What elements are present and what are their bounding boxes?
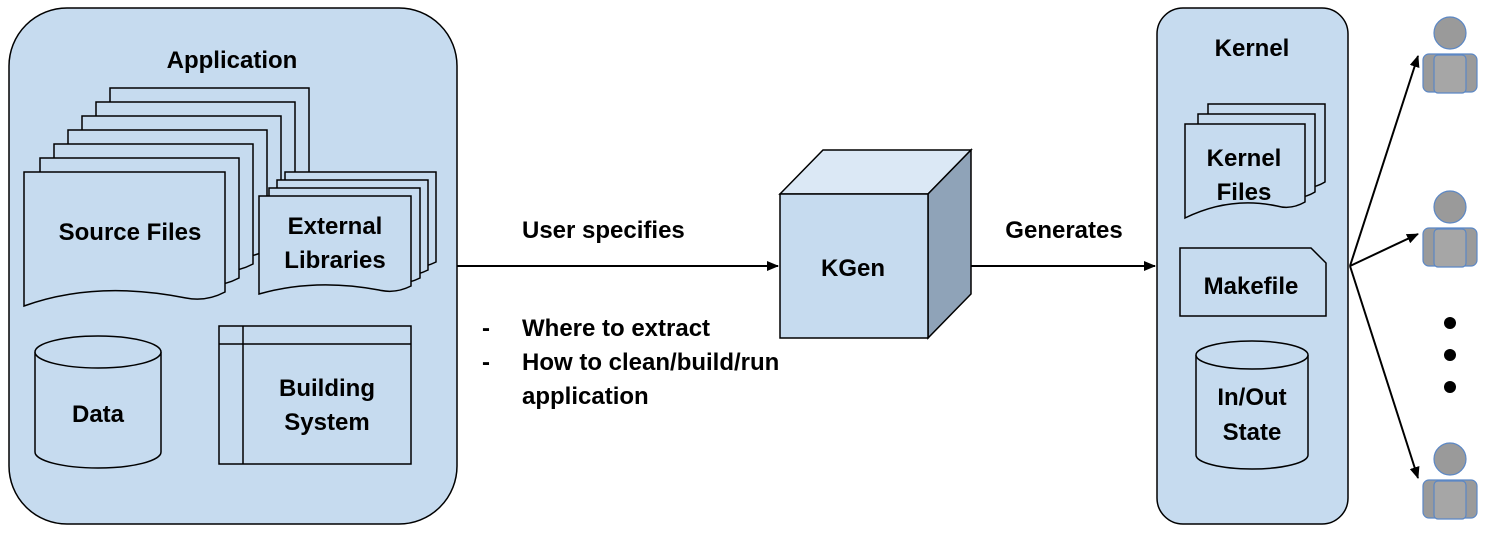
kernel-files-line-2: Files <box>1217 179 1272 206</box>
application-container: Application Source Files External Librar… <box>8 7 458 525</box>
distribution-arrows <box>1349 55 1420 479</box>
application-title: Application <box>167 47 298 74</box>
user-icon <box>1422 442 1478 520</box>
bullet-marker-2: - <box>482 349 490 376</box>
makefile-document: Makefile <box>1179 247 1327 317</box>
kernel-files-document <box>1184 123 1306 220</box>
source-files-label: Source Files <box>59 219 202 246</box>
source-files-stack: Source Files <box>23 87 310 308</box>
ellipsis-dot <box>1444 381 1456 393</box>
external-libraries-line-2: Libraries <box>284 247 385 274</box>
kgen-cube-front <box>779 193 929 339</box>
external-libraries-stack: External Libraries <box>258 171 437 295</box>
building-system-line-1: Building <box>279 375 375 402</box>
inout-state-line-1: In/Out <box>1217 384 1286 411</box>
inout-state-cylinder: In/Out State <box>1195 340 1309 470</box>
user-icon <box>1422 16 1478 94</box>
kgen-cube: KGen <box>778 148 973 340</box>
kgen-label: KGen <box>821 255 885 282</box>
ellipsis-dot <box>1444 349 1456 361</box>
kernel-title: Kernel <box>1215 35 1290 62</box>
bullet-where-to-extract: Where to extract <box>522 315 710 342</box>
arrow-to-user-2 <box>1349 233 1419 267</box>
data-label: Data <box>72 401 125 428</box>
arrow-to-user-1 <box>1349 55 1420 267</box>
kernel-files-line-1: Kernel <box>1207 145 1282 172</box>
external-libraries-line-1: External <box>288 213 383 240</box>
bullet-how-to-clean-line-1: How to clean/build/run <box>522 349 779 376</box>
ellipsis-dots <box>1444 317 1456 393</box>
building-system-line-2: System <box>284 409 369 436</box>
ellipsis-dot <box>1444 317 1456 329</box>
user-specifies-label: User specifies <box>522 217 685 244</box>
bullet-marker-1: - <box>482 315 490 342</box>
external-libraries-document <box>258 195 412 295</box>
building-system-box: Building System <box>218 325 412 465</box>
kernel-files-stack: Kernel Files <box>1184 103 1326 220</box>
source-files-document <box>23 171 226 308</box>
makefile-label: Makefile <box>1204 273 1299 300</box>
arrow-to-user-3 <box>1349 265 1420 479</box>
kernel-container: Kernel Kernel Files Makefile In/Out Stat… <box>1156 7 1349 525</box>
bullet-how-to-clean-line-2: application <box>522 383 649 410</box>
data-cylinder: Data <box>34 335 162 469</box>
inout-state-line-2: State <box>1223 419 1282 446</box>
user-icon <box>1422 190 1478 268</box>
generates-label: Generates <box>1005 217 1122 244</box>
